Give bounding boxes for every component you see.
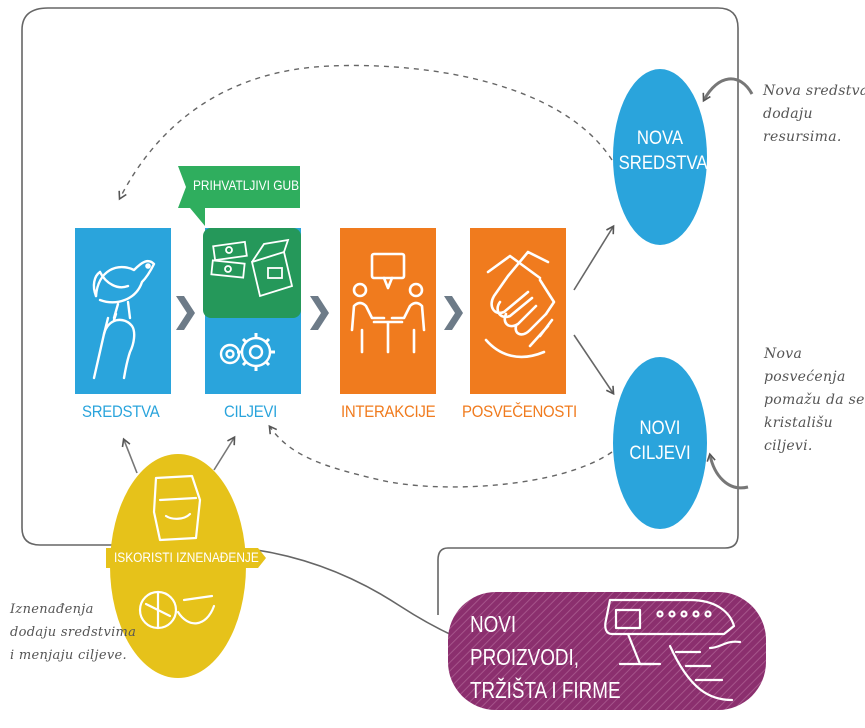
ciljevi-label: CILJEVI [224,402,278,421]
gears-icon [219,333,275,371]
chevron-3 [444,296,463,330]
sredstva-label: SREDSTVA [82,402,160,421]
novi-ciljevi-label: NOVI CILJEVI [619,416,702,466]
interakcije-box [340,228,436,394]
outcome-label: NOVI PROIZVODI, TRŽIŠTA I FIRME [470,608,621,707]
note-arrow-bottom [706,452,749,490]
novi-ciljevi-line-2: CILJEVI [629,443,691,464]
outcome-line-3: TRŽIŠTA I FIRME [470,677,621,703]
outcome-box [448,592,766,710]
arrow-surprise-to-ciljevi [213,435,236,471]
iskoristi-iznenadjenje-label: ISKORISTI IZNENAĐENJE [114,549,259,565]
note-iznenadjenja-line-3: i menjaju ciljeve. [10,648,127,663]
note-nova-sredstva: Nova sredstva dodaju resursima. [763,80,865,149]
iskoristi-iznenadjenje-banner [106,548,266,568]
note-nova-posvecenja-line-5: ciljevi. [764,438,813,454]
note-iznenadjenja: Iznenađenja dodaju sredstvima i menjaju … [10,598,136,667]
handshake-icon [484,250,556,359]
note-nova-sredstva-line-3: resursima. [763,129,842,145]
prihvatljivi-gubitak-label: PRIHVATLJIVI GUBITAK [193,177,325,193]
sredstva-box [75,228,171,394]
note-nova-posvecenja-line-1: Nova [764,346,803,362]
nova-sredstva-line-1: NOVA [636,128,684,149]
arrow-surprise-to-sredstva [121,437,138,474]
prihvatljivi-gubitak-banner [178,166,300,226]
money-wallet-icon [210,238,294,298]
novi-ciljevi-line-1: NOVI [639,418,681,439]
outcome-line-1: NOVI [470,611,517,637]
note-nova-posvecenja-line-4: kristališu [764,415,833,431]
nova-sredstva-circle [613,69,707,245]
note-iznenadjenja-line-1: Iznenađenja [10,602,94,617]
note-nova-posvecenja-line-2: posvećenja [764,369,846,385]
nova-sredstva-label: NOVA SREDSTVA [618,126,708,176]
note-nova-sredstva-line-2: dodaju [763,106,813,122]
note-nova-sredstva-line-1: Nova sredstva [763,83,865,99]
dashed-arc-bottom [268,424,613,488]
note-arrow-top [702,77,754,103]
arrow-to-nova-sredstva [573,224,615,291]
note-nova-posvecenja-line-3: pomažu da se [764,392,865,408]
novi-ciljevi-circle [613,357,707,529]
lemonade-icon [138,474,216,630]
meeting-icon [350,252,426,354]
nova-sredstva-line-2: SREDSTVA [618,153,708,174]
note-nova-posvecenja: Nova posvećenja pomažu da se kristališu … [764,343,865,458]
prihvatljivi-gubitak-box [203,228,301,318]
bird-hand-icon [92,259,156,380]
note-iznenadjenja-line-2: dodaju sredstvima [10,625,137,640]
airplane-icon [604,598,742,702]
interakcije-label: INTERAKCIJE [341,402,436,421]
outcome-line-2: PROIZVODI, [470,644,579,670]
posvecenosti-label: POSVEČENOSTI [462,402,577,421]
arrow-to-novi-ciljevi [573,334,615,396]
chevron-2 [310,296,329,330]
chevron-1 [176,296,195,330]
